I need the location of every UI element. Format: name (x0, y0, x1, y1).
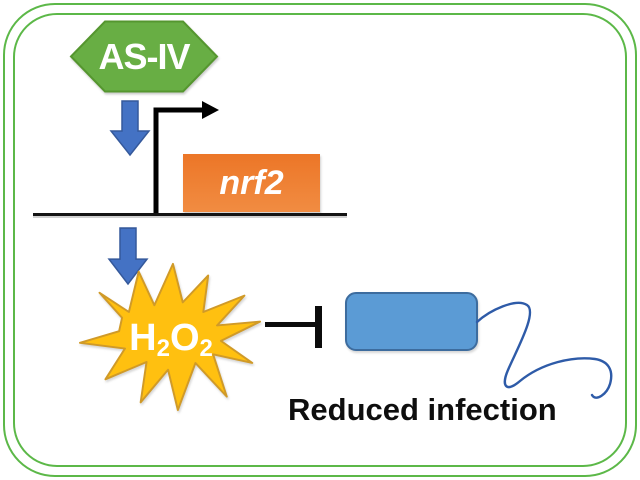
pathogen-tail-squiggle (475, 301, 613, 399)
dna-baseline (33, 213, 347, 216)
transcription-arrow-head (202, 101, 219, 119)
caption-reduced-infection: Reduced infection (288, 392, 558, 428)
down-arrow-1-shape (109, 100, 151, 157)
asiv-hexagon (69, 20, 219, 93)
asiv-hexagon-shape (69, 20, 219, 93)
frame-outer-border (3, 3, 637, 477)
down-arrow-1-icon (109, 100, 151, 157)
nrf2-gene-box: nrf2 (183, 154, 320, 212)
transcription-start-arrow-icon (153, 101, 219, 216)
inhibition-tbar-cap (315, 306, 322, 348)
h2o2-sub2: 2 (199, 335, 213, 362)
h2o2-starburst-shape (78, 262, 262, 412)
pathogen-body (345, 292, 478, 351)
asiv-label: AS-IV (70, 20, 218, 93)
h2o2-h: H (129, 317, 157, 359)
caption-text: Reduced infection (288, 392, 557, 427)
frame-inner-border (13, 13, 627, 467)
transcription-arrow-line (153, 107, 202, 216)
down-arrow-2-icon (107, 227, 149, 286)
nrf2-label: nrf2 (219, 163, 284, 202)
h2o2-sub1: 2 (156, 335, 170, 362)
inhibition-tbar-line (265, 322, 316, 327)
h2o2-o: O (169, 317, 200, 359)
asiv-label-text: AS-IV (98, 35, 190, 77)
h2o2-starburst (78, 262, 262, 412)
down-arrow-2-shape (107, 227, 149, 286)
pathogen-tail-path (475, 301, 613, 399)
